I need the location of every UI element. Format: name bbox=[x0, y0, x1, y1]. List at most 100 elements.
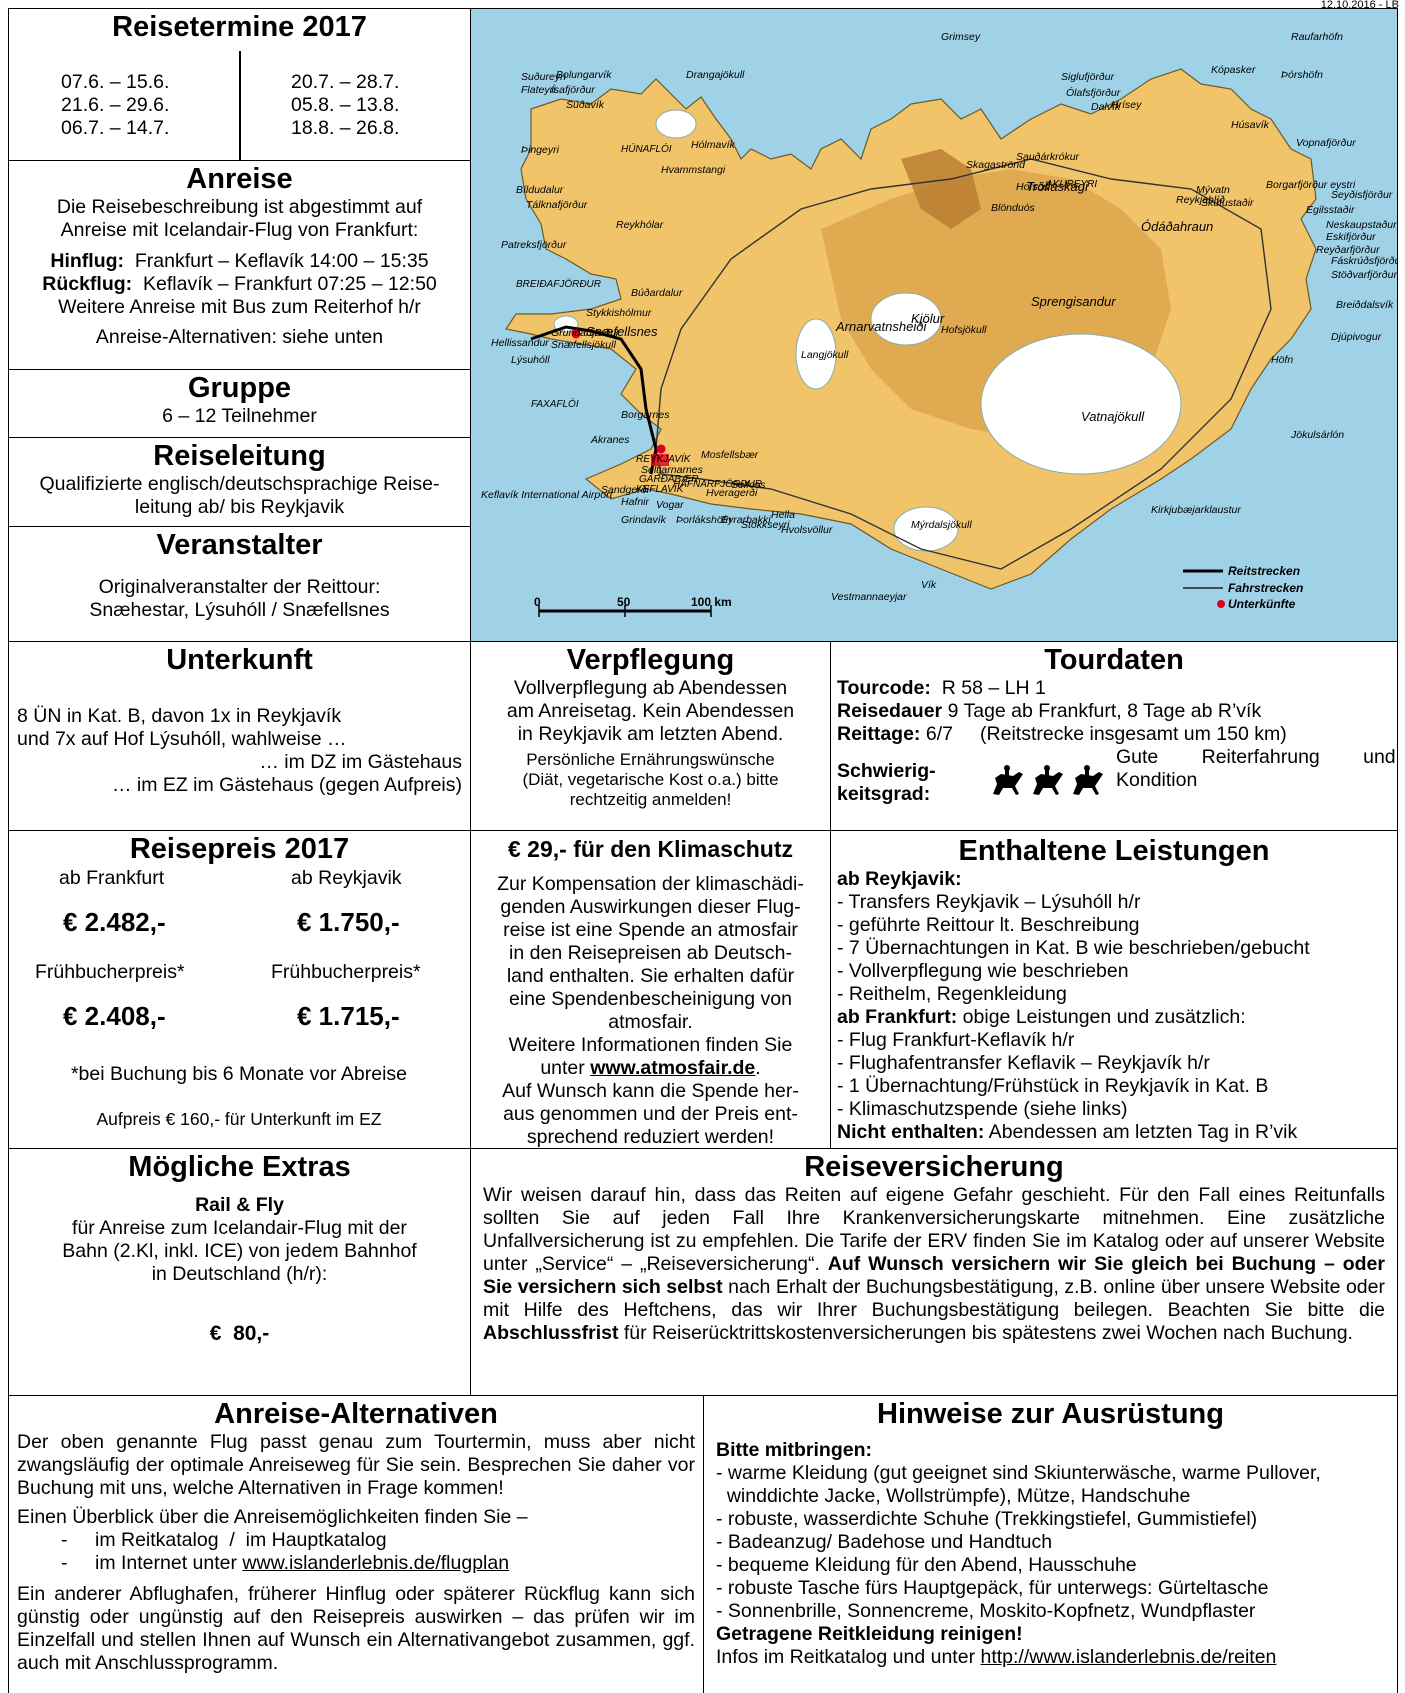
reisetermine-box: Reisetermine 2017 07.6. – 15.6. 21.6. – … bbox=[9, 9, 471, 161]
klimaschutz-title: € 29,- für den Klimaschutz bbox=[507, 836, 793, 862]
map-place-label: Egilsstaðir bbox=[1306, 204, 1355, 216]
map-place-label: BREIÐAFJÖRÐUR bbox=[516, 279, 602, 290]
map-place-label: Hellissandur bbox=[491, 337, 549, 349]
map-place-label: Grundarfjörður bbox=[551, 327, 620, 339]
versicherung-text: Wir weisen darauf hin, dass das Reiten a… bbox=[483, 1184, 1385, 1344]
date-item: 21.6. – 29.6. bbox=[61, 94, 170, 116]
map-place-label: Hafnir bbox=[621, 496, 650, 508]
alternativen-title: Anreise-Alternativen bbox=[214, 1398, 498, 1430]
map-place-label: Kjölur bbox=[911, 311, 945, 326]
veranstalter-line: Snæhestar, Lýsuhóll / Snæfellsnes bbox=[89, 599, 390, 621]
ring-road bbox=[655, 158, 1272, 570]
map-place-label: Seyðisfjörður bbox=[1331, 189, 1393, 201]
date-item: 06.7. – 14.7. bbox=[61, 117, 170, 139]
legend-label: Unterkünfte bbox=[1228, 597, 1296, 611]
map-place-label: Sprengisandur bbox=[1031, 294, 1116, 309]
accommodation-marker bbox=[656, 444, 666, 454]
map-place-label: Þingeyri bbox=[521, 144, 559, 156]
reisepreis-title: Reisepreis 2017 bbox=[129, 833, 350, 865]
map-place-label: Skagaströnd bbox=[966, 159, 1025, 171]
langjokull-glacier bbox=[795, 318, 837, 390]
trollaskagi-mountains bbox=[901, 149, 981, 229]
map-place-label: Bíldudalur bbox=[516, 184, 564, 196]
anreise-intro: Die Reisebeschreibung ist abgestimmt auf… bbox=[56, 196, 423, 241]
extras-title: Mögliche Extras bbox=[128, 1151, 351, 1183]
map-place-label: Stöðvarfjörður bbox=[1331, 269, 1397, 281]
reiten-info-link[interactable]: http://www.islanderlebnis.de/reiten bbox=[980, 1646, 1277, 1668]
map-place-label: Vogar bbox=[656, 499, 684, 511]
map-place-label: Siglufjörður bbox=[1061, 71, 1115, 83]
map-place-label: Sauðárkrókur bbox=[1016, 151, 1080, 163]
travel-info-sheet: Reisetermine 2017 07.6. – 15.6. 21.6. – … bbox=[8, 8, 1398, 1693]
map-place-label: Stykkishólmur bbox=[586, 307, 652, 319]
scale-label: 0 bbox=[534, 595, 541, 609]
atmosfair-link[interactable]: www.atmosfair.de bbox=[590, 1057, 756, 1079]
map-place-label: Blönduós bbox=[991, 202, 1035, 214]
map-place-label: Arnarvatnsheiði bbox=[836, 319, 927, 334]
anreise-box: Anreise Die Reisebeschreibung ist abgest… bbox=[9, 161, 471, 370]
alternativen-box: Anreise-Alternativen Der oben genannte F… bbox=[9, 1396, 704, 1693]
map-place-label: Bolungarvík bbox=[556, 69, 612, 81]
tourdaten-title: Tourdaten bbox=[1044, 644, 1184, 676]
unterkunft-text: 8 ÜN in Kat. B, davon 1x in Reykjavík un… bbox=[17, 705, 462, 796]
map-place-label: Flateyri bbox=[521, 84, 556, 96]
map-place-label: Eyrarbakki bbox=[721, 514, 771, 526]
map-place-label: Stokkseyri bbox=[741, 519, 790, 531]
map-place-label: Keflavík International Airport bbox=[481, 489, 613, 501]
verpflegung-title: Verpflegung bbox=[566, 644, 735, 676]
ausruestung-box: Hinweise zur Ausrüstung Bitte mitbringen… bbox=[704, 1396, 1397, 1693]
versicherung-box: Reiseversicherung Wir weisen darauf hin,… bbox=[471, 1149, 1397, 1396]
schwierigkeitsgrad-row: Schwierig- keitsgrad: Gute Reit bbox=[837, 746, 1396, 805]
legend-label: Reitstrecken bbox=[1228, 564, 1301, 578]
dates-left: 07.6. – 15.6. 21.6. – 29.6. 06.7. – 14.7… bbox=[61, 71, 169, 140]
map-place-label: Djúpivogur bbox=[1331, 331, 1382, 343]
early-price-reykjavik: € 1.715,- bbox=[297, 1001, 400, 1031]
map-place-label: Eskifjörður bbox=[1326, 231, 1376, 243]
map-place-label: Ísafjörður bbox=[551, 84, 595, 96]
map-place-label: Hrísey bbox=[1111, 99, 1142, 111]
map-place-label: Jökulsárlón bbox=[1291, 429, 1345, 441]
map-place-label: Hofsós bbox=[1016, 181, 1049, 193]
iceland-map-graphic bbox=[505, 68, 1317, 617]
rueckflug-line: Rückflug: Keflavík – Frankfurt 07:25 – 1… bbox=[42, 273, 437, 295]
map-place-label: Reyðarfjörður bbox=[1316, 244, 1380, 256]
flugplan-link[interactable]: www.islanderlebnis.de/flugplan bbox=[242, 1552, 510, 1574]
map-place-label: Ódáðahraun bbox=[1141, 219, 1214, 234]
map-place-label: Hólmavík bbox=[691, 139, 735, 151]
rail-fly-title: Rail & Fly bbox=[195, 1194, 284, 1216]
map-place-label: Breiðdalsvík bbox=[1336, 299, 1394, 311]
map-place-label: Skútustaðir bbox=[1201, 197, 1254, 209]
weitere-anreise: Weitere Anreise mit Bus zum Reiterhof h/… bbox=[58, 296, 421, 318]
map-place-label: Kópasker bbox=[1211, 64, 1256, 76]
hofsjokull-glacier bbox=[870, 292, 942, 346]
veranstalter-box: Veranstalter Originalveranstalter der Re… bbox=[9, 527, 471, 642]
reiseleitung-title: Reiseleitung bbox=[153, 440, 326, 472]
map-place-label: Vopnafjörður bbox=[1296, 137, 1356, 149]
map-place-label: KEFLAVÍK bbox=[636, 484, 684, 495]
map-place-label: Selfoss bbox=[731, 479, 766, 491]
versicherung-title: Reiseversicherung bbox=[804, 1151, 1064, 1183]
scale-label: 50 bbox=[617, 595, 631, 609]
horse-rider-icon bbox=[993, 765, 1103, 795]
map-place-label: Drangajökull bbox=[686, 69, 745, 81]
veranstalter-title: Veranstalter bbox=[156, 529, 323, 561]
riding-route bbox=[530, 325, 658, 475]
veranstalter-line: Originalveranstalter der Reittour: bbox=[98, 576, 381, 598]
reiseleitung-box: Reiseleitung Qualifizierte englisch/deut… bbox=[9, 438, 471, 527]
map-place-label: Hvolsvöllur bbox=[781, 524, 833, 536]
difficulty-horses bbox=[989, 764, 1111, 805]
map-place-label: Hella bbox=[771, 509, 795, 521]
extras-box: Mögliche Extras Rail & Fly für Anreise z… bbox=[9, 1149, 471, 1396]
map-place-label: Snæfellsjökull bbox=[551, 339, 616, 351]
map-place-label: Mýrdalsjökull bbox=[911, 519, 972, 531]
gruppe-title: Gruppe bbox=[187, 372, 292, 404]
map-place-label: Vestmannaeyjar bbox=[831, 591, 907, 603]
legend-accommodation-dot bbox=[1217, 600, 1225, 608]
dates-divider bbox=[239, 51, 241, 160]
map-place-label: Kirkjubæjarklaustur bbox=[1151, 504, 1241, 516]
map-place-label: Langjökull bbox=[801, 349, 849, 361]
price-reykjavik: € 1.750,- bbox=[297, 907, 400, 937]
ausruestung-title: Hinweise zur Ausrüstung bbox=[877, 1398, 1224, 1430]
legend-label: Fahrstrecken bbox=[1228, 581, 1304, 595]
